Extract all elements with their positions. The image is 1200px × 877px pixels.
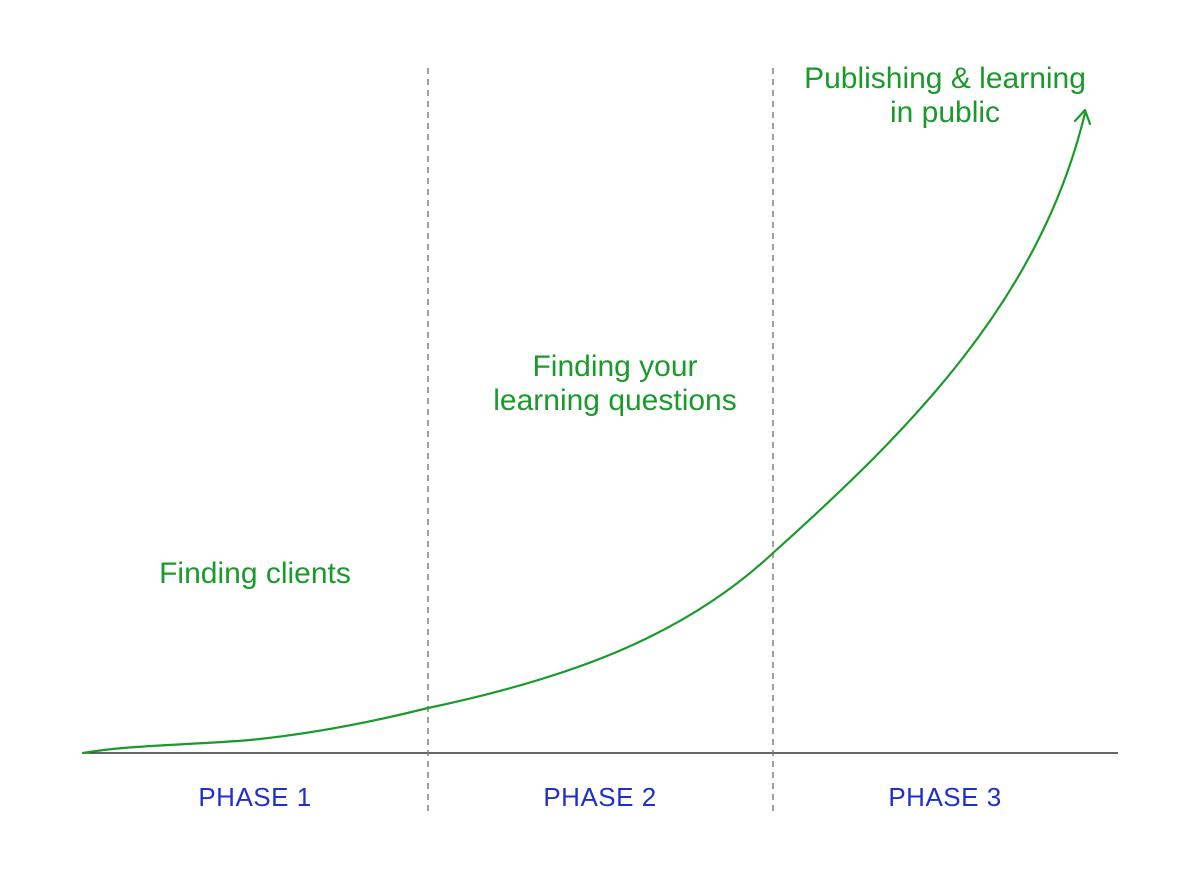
stage-label-line: Finding your [532,350,698,383]
stage-label-finding-clients: Finding clients [120,557,390,591]
stage-label-publishing: Publishing & learning in public [775,62,1115,130]
growth-curve [81,111,1087,755]
arrowhead-icon [1073,108,1092,126]
phase-label-3: PHASE 3 [888,782,1002,812]
stage-label-line: learning questions [493,384,737,417]
phase-label-2: PHASE 2 [543,782,657,812]
stage-label-line: Finding clients [159,557,351,590]
stage-label-learning-questions: Finding your learning questions [450,350,780,418]
stage-label-line: in public [889,96,1001,129]
phase-label-1: PHASE 1 [198,782,312,812]
stage-label-line: Publishing & learning [804,62,1086,95]
